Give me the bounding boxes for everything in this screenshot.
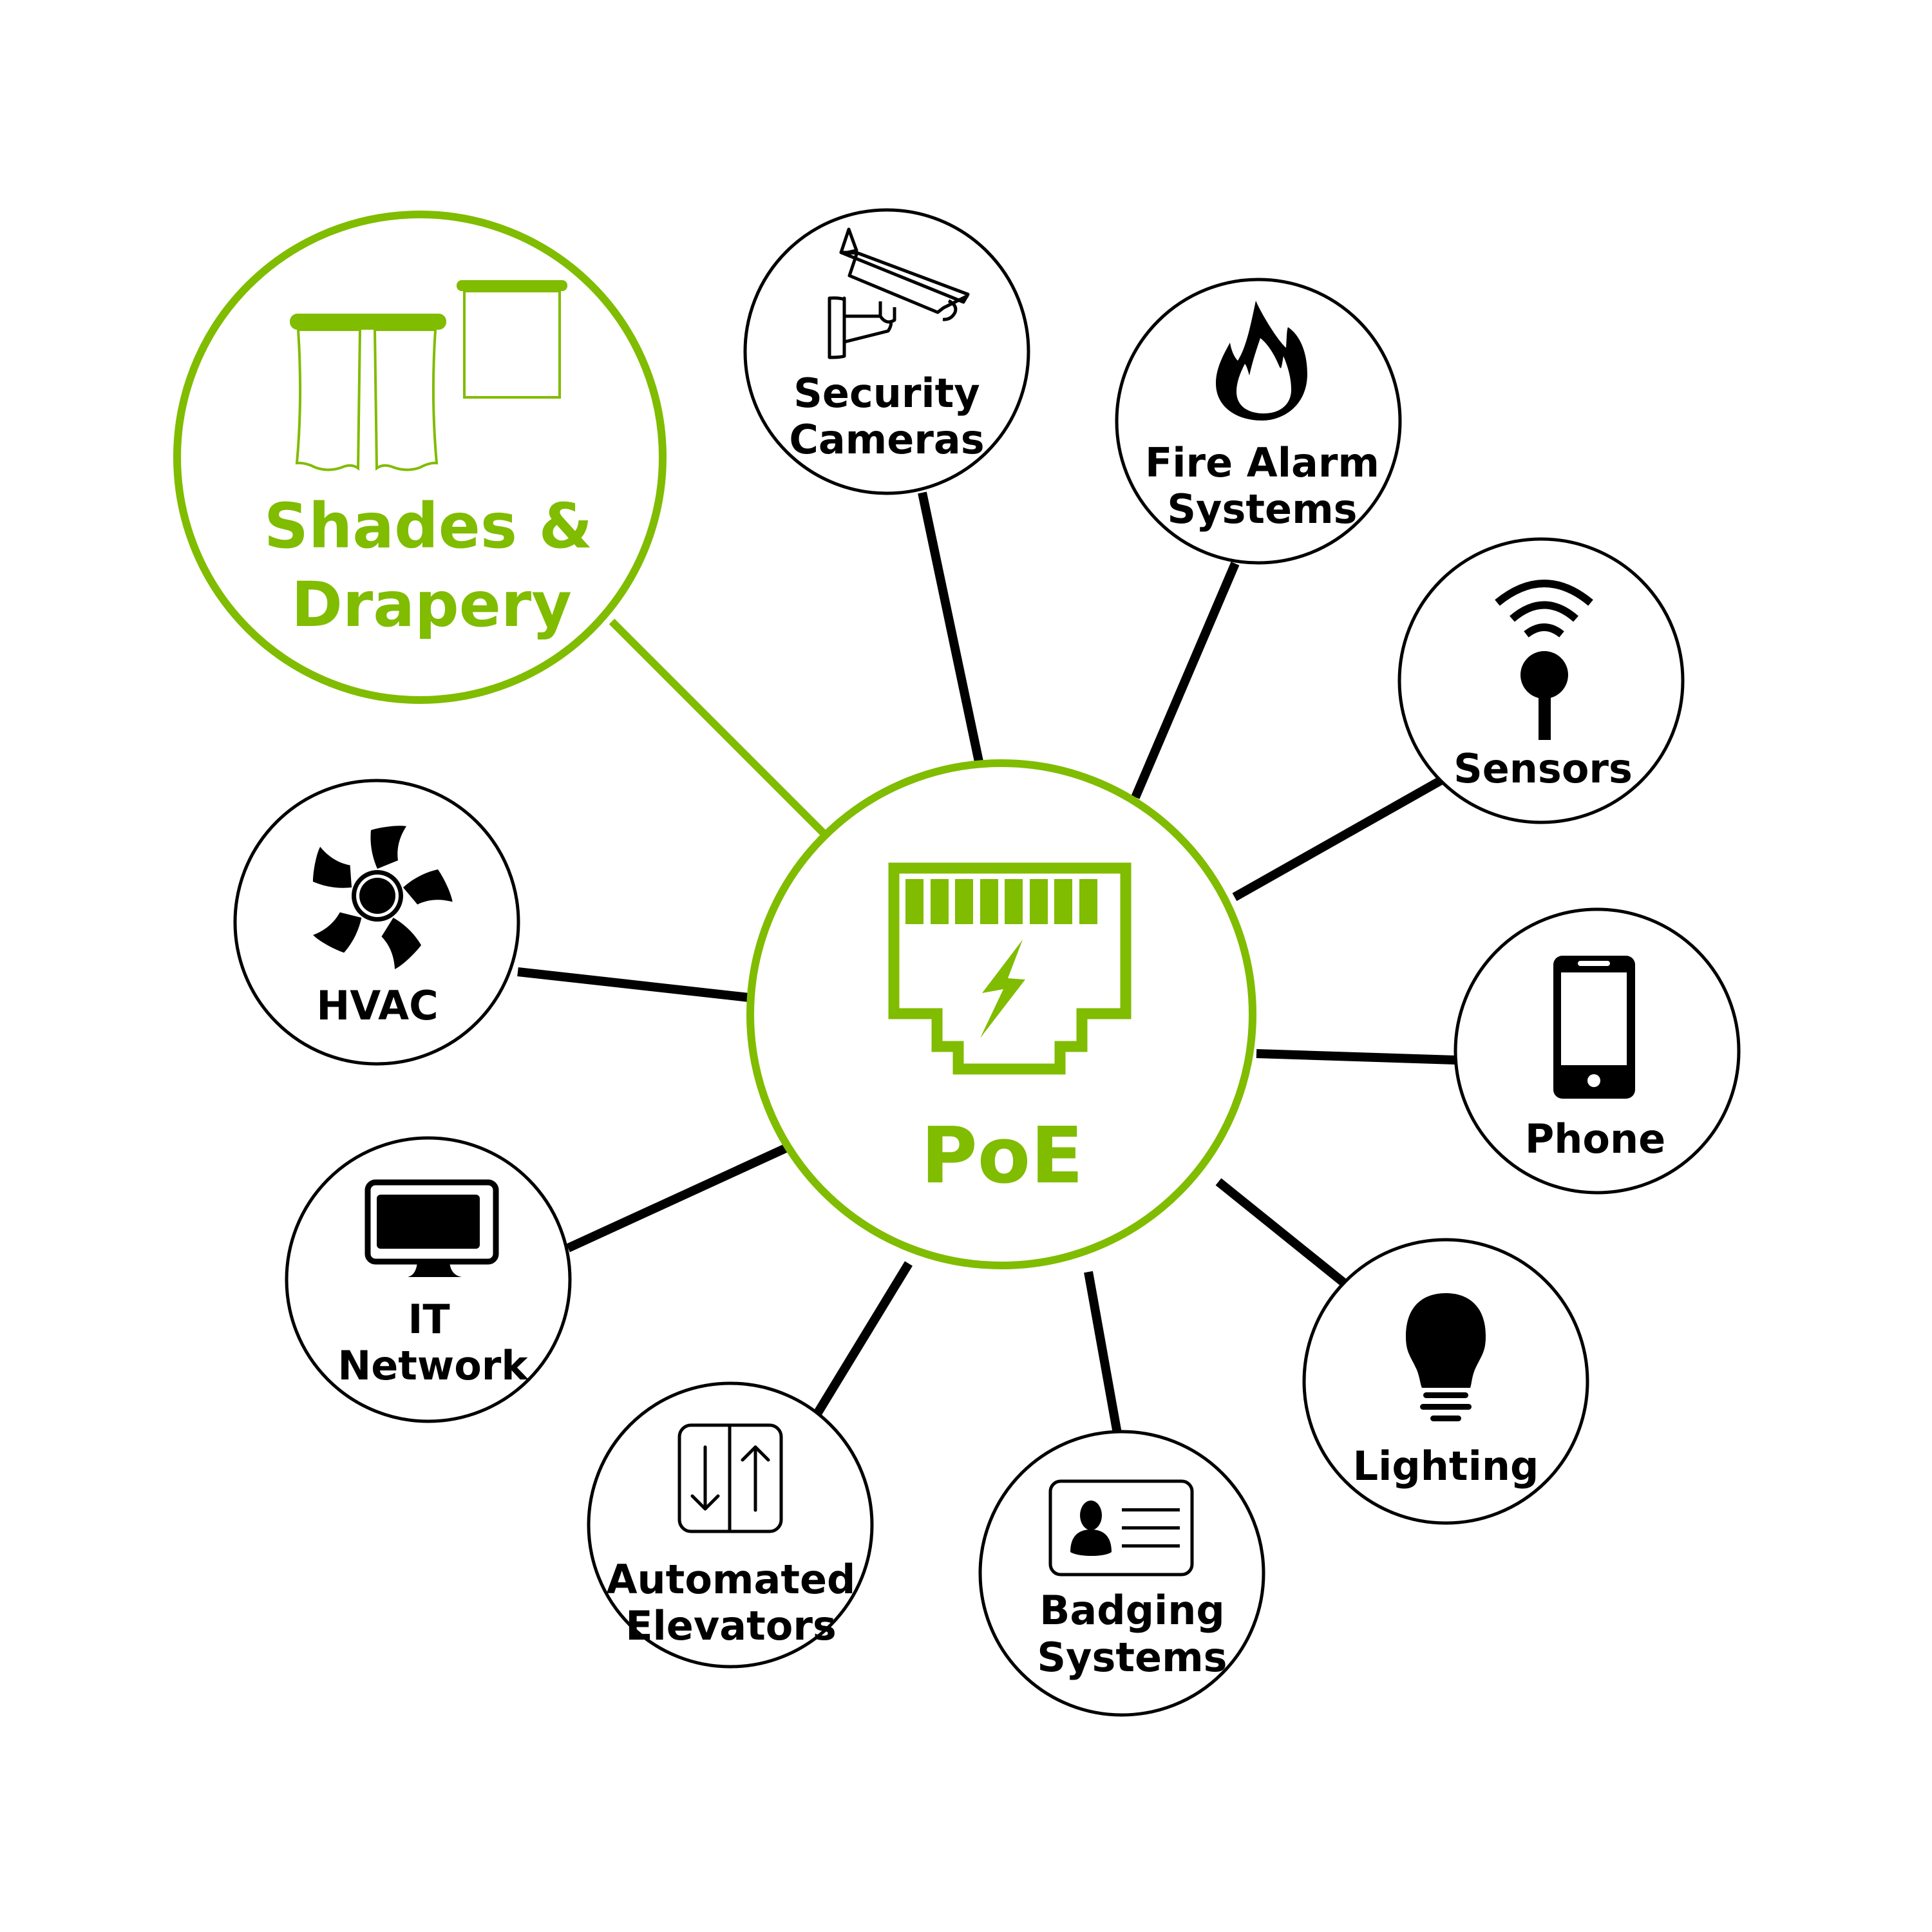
node-hvac[interactable]: HVAC [233, 779, 520, 1066]
node-badging-systems[interactable]: Badging Systems [978, 1430, 1265, 1717]
it-label-line2: Network [337, 1342, 529, 1389]
elevators-label-line1: Automated [607, 1556, 856, 1603]
smartphone-icon [1553, 956, 1635, 1099]
curtains-and-roller-shade-icon [290, 280, 567, 471]
badging-label-line1: Badging [1039, 1587, 1225, 1634]
connector-security [918, 491, 985, 769]
node-security-cameras[interactable]: Security Cameras [743, 208, 1030, 495]
connectors [517, 491, 1456, 1449]
connector-elevators [810, 1261, 913, 1423]
wireless-sensor-icon [1495, 580, 1593, 740]
connector-badging [1084, 1271, 1124, 1449]
connector-phone [1256, 1049, 1456, 1065]
connector-shades [609, 618, 834, 844]
shades-label-line1: Shades & [264, 490, 592, 562]
security-camera-icon [828, 227, 970, 359]
connector-it [566, 1143, 789, 1253]
flame-icon [1216, 301, 1307, 421]
security-label-line1: Security [793, 370, 980, 417]
node-lighting[interactable]: Lighting [1302, 1238, 1589, 1525]
node-sensors[interactable]: Sensors [1397, 537, 1685, 824]
hvac-label: HVAC [316, 982, 438, 1029]
connector-fire [1131, 562, 1240, 799]
security-circle [743, 208, 1030, 495]
node-fire-alarm-systems[interactable]: Fire Alarm Systems [1115, 278, 1402, 565]
elevator-arrows-icon [677, 1423, 783, 1533]
connector-hvac [517, 967, 755, 1003]
monitor-icon [365, 1179, 499, 1277]
it-label-line1: IT [408, 1296, 450, 1343]
node-automated-elevators[interactable]: Automated Elevators [587, 1381, 874, 1669]
sensors-label: Sensors [1454, 745, 1633, 792]
security-label-line2: Cameras [789, 416, 984, 463]
fire-label-line1: Fire Alarm [1145, 439, 1379, 486]
hub-node-poe[interactable]: PoE [746, 759, 1256, 1269]
hvac-circle [233, 779, 520, 1066]
hub-label: PoE [921, 1112, 1083, 1201]
id-badge-icon [1048, 1479, 1194, 1577]
fire-label-line2: Systems [1167, 486, 1357, 533]
connector-lighting [1215, 1178, 1361, 1298]
badging-label-line2: Systems [1037, 1634, 1227, 1681]
phone-label: Phone [1525, 1115, 1665, 1162]
node-shades-drapery[interactable]: Shades & Drapery [173, 211, 667, 704]
light-bulb-icon [1406, 1293, 1486, 1421]
elevators-label-line2: Elevators [625, 1602, 837, 1649]
it-circle [285, 1136, 572, 1423]
lighting-label: Lighting [1353, 1443, 1539, 1490]
ethernet-port-power-icon [888, 862, 1132, 1075]
node-it-network[interactable]: IT Network [285, 1136, 572, 1423]
fire-circle [1115, 278, 1402, 565]
node-phone[interactable]: Phone [1454, 907, 1741, 1195]
shades-label-line2: Drapery [291, 569, 572, 641]
connector-sensors [1232, 773, 1449, 902]
fan-icon [308, 826, 453, 970]
